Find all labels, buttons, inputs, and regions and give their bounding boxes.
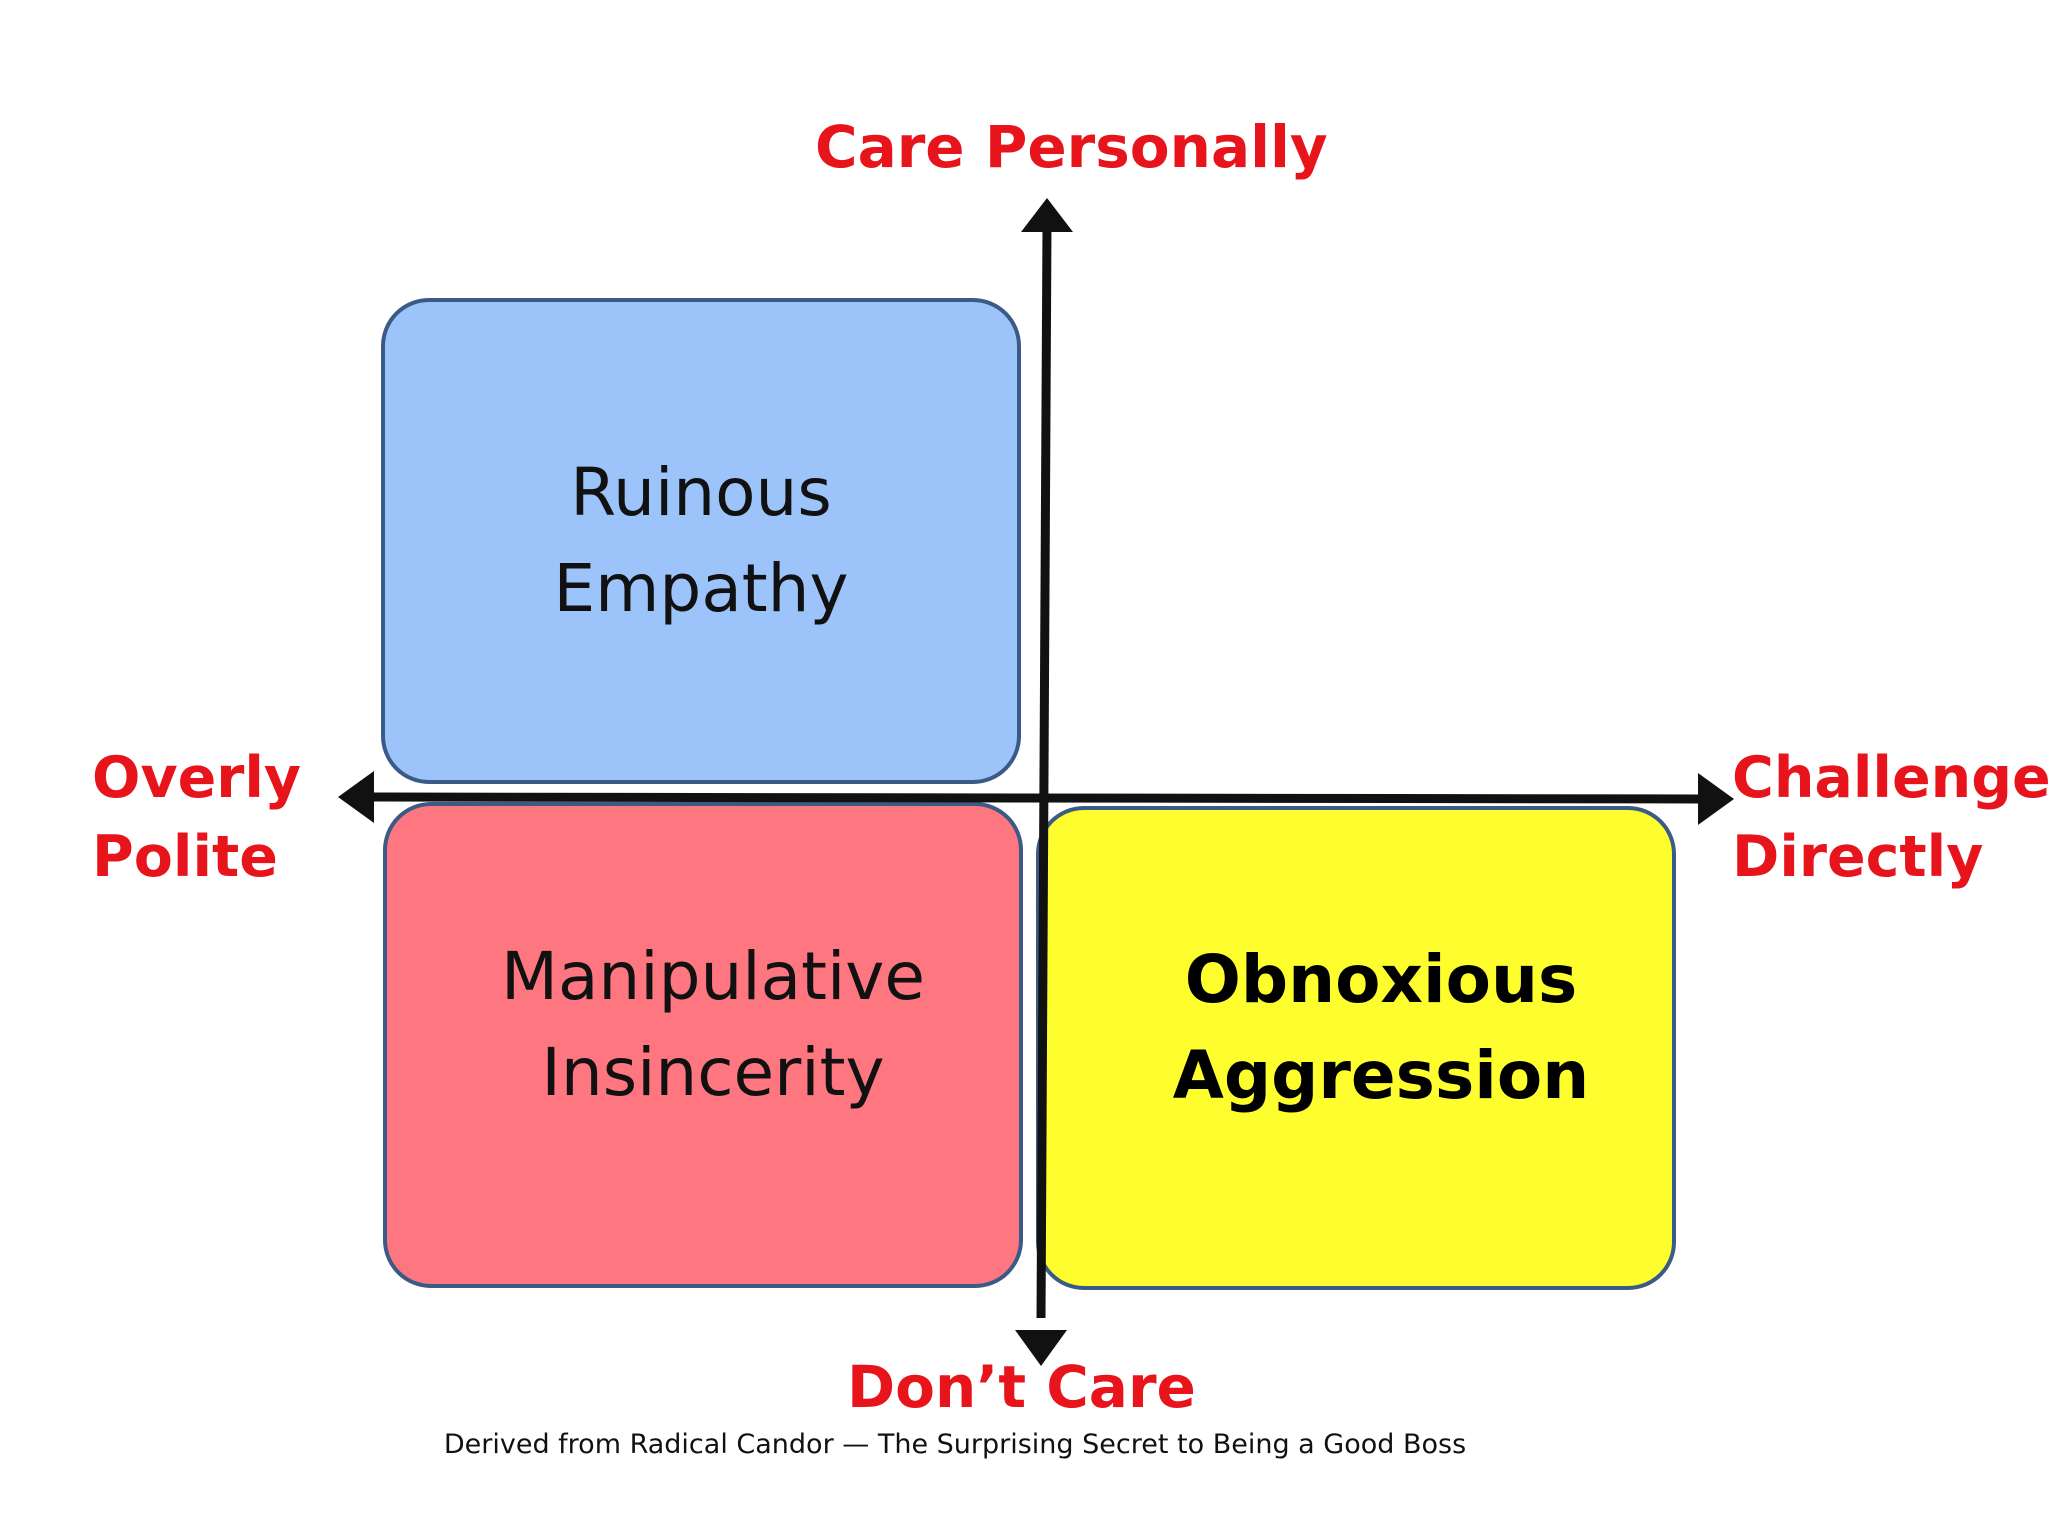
quadrant-obnoxious-aggression-line1: Obnoxious xyxy=(1184,941,1578,1018)
quadrant-manipulative-insincerity: Manipulative Insincerity xyxy=(383,802,1023,1288)
axis-label-challenge-directly-line2: Directly xyxy=(1732,824,1984,890)
quadrant-ruinous-empathy-line1: Ruinous xyxy=(570,454,832,531)
axis-label-challenge-directly: Challenge Directly xyxy=(1732,750,2048,886)
quadrant-obnoxious-aggression: Obnoxious Aggression xyxy=(1036,806,1676,1290)
axis-label-overly-polite: Overly Polite xyxy=(92,750,301,886)
quadrant-obnoxious-aggression-text: Obnoxious Aggression xyxy=(1173,932,1589,1124)
arrow-up-icon xyxy=(1021,198,1073,232)
quadrant-ruinous-empathy-line2: Empathy xyxy=(553,550,849,627)
axis-label-challenge-directly-line1: Challenge xyxy=(1732,745,2048,811)
quadrant-ruinous-empathy: Ruinous Empathy xyxy=(381,298,1021,784)
arrow-right-icon xyxy=(1698,773,1734,825)
axis-label-dont-care: Don’t Care xyxy=(847,1353,1196,1421)
quadrant-ruinous-empathy-text: Ruinous Empathy xyxy=(553,445,848,637)
source-caption: Derived from Radical Candor — The Surpri… xyxy=(443,1429,1467,1460)
axis-label-overly-polite-line2: Polite xyxy=(92,824,278,890)
axis-label-care-personally: Care Personally xyxy=(815,113,1328,181)
quadrant-manipulative-insincerity-line1: Manipulative xyxy=(501,938,925,1015)
quadrant-manipulative-insincerity-text: Manipulative Insincerity xyxy=(501,929,925,1121)
quadrant-manipulative-insincerity-line2: Insincerity xyxy=(541,1034,885,1111)
axis-label-overly-polite-line1: Overly xyxy=(92,745,302,811)
quadrant-obnoxious-aggression-line2: Aggression xyxy=(1172,1037,1590,1114)
arrow-left-icon xyxy=(338,771,374,823)
horizontal-axis-line xyxy=(371,792,1701,804)
